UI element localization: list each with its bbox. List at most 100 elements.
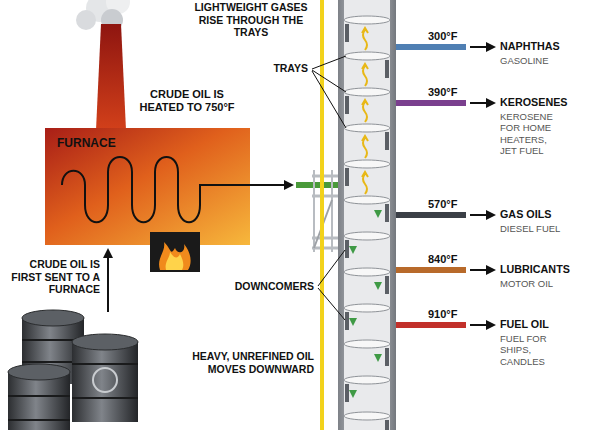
callout-text: HEAVY, UNREFINED OIL MOVES DOWNWARD — [164, 350, 314, 375]
feed-pipe — [250, 182, 340, 188]
product-pipes — [396, 322, 466, 328]
temperature: 570°F — [428, 198, 472, 211]
barrels — [72, 363, 138, 365]
leader-lines — [312, 70, 346, 92]
barrels — [8, 364, 70, 380]
rising-gas-arrow — [362, 136, 368, 158]
liquid-down-arrow — [374, 210, 382, 218]
barrels — [8, 419, 70, 421]
tray — [344, 412, 390, 420]
temperature: 840°F — [428, 253, 472, 266]
downcomer — [345, 312, 349, 330]
product-pipes — [396, 44, 466, 50]
leader-lines — [318, 288, 345, 320]
column-body — [338, 0, 396, 430]
furnace-fire — [150, 232, 200, 272]
platform — [312, 247, 338, 250]
tray — [344, 160, 390, 168]
feed-pipe — [250, 184, 292, 186]
product-arrows — [470, 324, 494, 326]
supply-arrow — [108, 250, 109, 312]
feed-pipe — [296, 182, 340, 188]
liquid-down-arrow — [349, 246, 357, 254]
tray — [344, 376, 390, 384]
platform — [331, 170, 333, 252]
barrels — [8, 310, 138, 430]
column-body — [338, 0, 396, 430]
product-pipes — [396, 267, 466, 273]
barrels — [8, 395, 70, 397]
furnace-heading: CRUDE OIL IS HEATED TO 750°F — [127, 88, 247, 114]
product-arrows — [470, 102, 494, 104]
barrels — [72, 334, 138, 350]
barrels — [72, 397, 138, 399]
chimney — [96, 24, 126, 130]
downcomer — [385, 132, 389, 150]
column-trays — [344, 16, 390, 430]
product-pipes — [396, 100, 466, 106]
rising-gas-arrow — [362, 28, 368, 50]
product-use: GASOLINE — [500, 55, 580, 66]
leader-lines — [312, 71, 346, 128]
leader-lines — [318, 250, 345, 286]
temperature: 390°F — [428, 86, 472, 99]
product-use: DIESEL FUEL — [500, 223, 580, 234]
platform — [313, 170, 315, 252]
platform — [312, 175, 338, 178]
liquid-down-arrow — [349, 390, 357, 398]
furnace-fire — [159, 242, 191, 270]
product-use: FUEL FOR SHIPS, CANDLES — [500, 333, 564, 367]
barrels — [72, 342, 138, 422]
product-name: GAS OILS — [500, 208, 588, 221]
furnace-body — [45, 128, 250, 245]
product-arrows — [470, 269, 494, 271]
platform — [312, 195, 338, 198]
barrels — [8, 372, 70, 430]
callout-text: LIGHTWEIGHT GASES RISE THROUGH THE TRAYS — [190, 1, 312, 39]
tray — [344, 88, 390, 96]
callout-text: TRAYS — [258, 62, 308, 75]
tray — [344, 304, 390, 312]
product-name: KEROSENES — [500, 96, 588, 109]
downcomer — [345, 168, 349, 186]
column-body — [344, 0, 390, 430]
leader-lines — [312, 56, 346, 320]
platform — [312, 237, 338, 240]
furnace-fire — [166, 252, 184, 270]
product-arrows — [470, 46, 494, 48]
downcomer — [385, 276, 389, 294]
leader-lines — [312, 56, 346, 69]
temperature: 300°F — [428, 30, 472, 43]
downcomer — [385, 420, 389, 430]
tray — [344, 268, 390, 276]
platform — [312, 170, 338, 252]
tray — [344, 232, 390, 240]
product-name: FUEL OIL — [500, 318, 588, 331]
chimney — [96, 24, 126, 130]
rising-gas-arrow — [362, 64, 368, 86]
product-name: NAPHTHAS — [500, 40, 588, 53]
tray — [344, 52, 390, 60]
furnace-box: CRUDE OIL IS HEATED TO 750°FFURNACE — [45, 128, 250, 245]
callout-text: CRUDE OIL IS FIRST SENT TO A FURNACE — [2, 258, 100, 296]
barrels — [93, 368, 117, 392]
liquid-down-arrow — [349, 318, 357, 326]
downcomer — [345, 24, 349, 42]
furnace-body — [45, 128, 250, 245]
product-pipes — [396, 212, 466, 218]
barrels — [22, 310, 84, 326]
furnace-label: FURNACE — [57, 136, 147, 150]
furnace-fire — [150, 232, 200, 272]
downcomer — [385, 204, 389, 222]
product-use: KEROSENE FOR HOME HEATERS, JET FUEL — [500, 111, 564, 157]
product-arrows — [470, 47, 494, 325]
downcomer — [345, 240, 349, 258]
rising-gas-arrow — [362, 100, 368, 122]
temperature: 910°F — [428, 308, 472, 321]
smoke — [76, 10, 96, 30]
liquid-down-arrow — [374, 354, 382, 362]
downcomer — [385, 60, 389, 78]
product-use: MOTOR OIL — [500, 278, 580, 289]
liquid-down-arrow — [374, 282, 382, 290]
tray — [344, 196, 390, 204]
